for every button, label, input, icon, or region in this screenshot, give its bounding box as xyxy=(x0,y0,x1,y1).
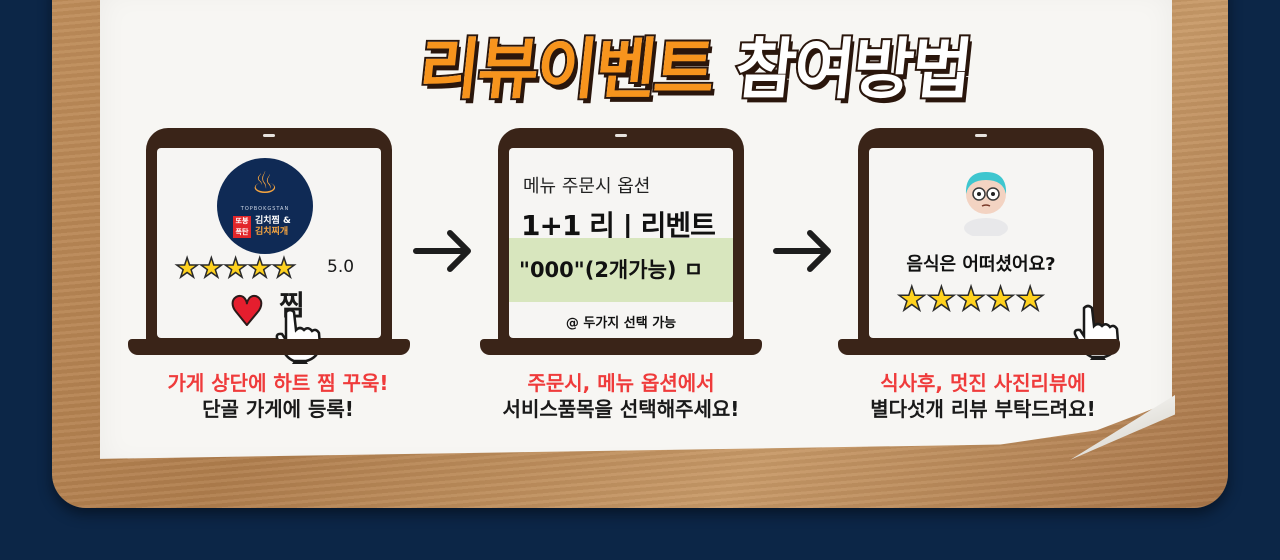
customer-avatar-icon xyxy=(964,172,1008,236)
option-highlight[interactable]: "000"(2개가능) ㅁ xyxy=(509,238,733,302)
laptop-base-3 xyxy=(838,339,1120,355)
star-icon: ★ xyxy=(247,253,273,284)
menu-option-label: 메뉴 주문시 옵션 xyxy=(523,176,651,197)
laptop-base-2 xyxy=(480,339,762,355)
laptop-base-1 xyxy=(128,339,410,355)
heart-icon[interactable]: ♥ xyxy=(228,289,266,335)
page-title: 리뷰이벤트 참여방법 xyxy=(413,14,976,114)
option-item: "000"(2개가능) ㅁ xyxy=(519,258,704,282)
star-icon[interactable]: ★ xyxy=(1015,279,1046,318)
camera-icon xyxy=(975,134,987,137)
arrow-right-icon xyxy=(413,230,471,272)
pointing-hand-icon xyxy=(275,308,322,364)
title-review-event: 리뷰이벤트 xyxy=(413,29,719,110)
star-icon[interactable]: ★ xyxy=(896,279,927,318)
star-icon[interactable]: ★ xyxy=(926,279,957,318)
star-icon[interactable]: ★ xyxy=(955,279,986,318)
rating-stars: ★ ★ ★ ★ ★ xyxy=(174,253,297,284)
screen-step-2: 메뉴 주문시 옵션 1+1 리 | 리벤트 "000"(2개가능) ㅁ @ 두가… xyxy=(509,148,733,338)
screen-step-3: 음식은 어떠셨어요? ★ ★ ★ ★ ★ xyxy=(869,148,1093,338)
kimchi-icon: ♨ xyxy=(251,166,279,201)
review-stars[interactable]: ★ ★ ★ ★ ★ xyxy=(896,279,1046,318)
laptop-step-3: 음식은 어떠셨어요? ★ ★ ★ ★ ★ xyxy=(858,128,1120,360)
rating-value: 5.0 xyxy=(327,257,355,277)
star-icon: ★ xyxy=(223,253,249,284)
star-icon: ★ xyxy=(198,253,224,284)
camera-icon xyxy=(263,134,275,137)
option-note: @ 두가지 선택 가능 xyxy=(565,316,677,331)
title-how-to-join: 참여방법 xyxy=(729,29,976,110)
arrow-right-icon xyxy=(773,230,831,272)
event-option-title: 1+1 리 | 리벤트 xyxy=(521,209,716,242)
star-icon: ★ xyxy=(271,253,297,284)
laptop-step-2: 메뉴 주문시 옵션 1+1 리 | 리벤트 "000"(2개가능) ㅁ @ 두가… xyxy=(498,128,744,342)
camera-icon xyxy=(615,134,627,137)
step-2-caption: 주문시, 메뉴 옵션에서 서비스품목을 선택해주세요! xyxy=(502,371,740,421)
star-icon: ★ xyxy=(174,253,200,284)
star-icon[interactable]: ★ xyxy=(985,279,1016,318)
review-question: 음식은 어떠셨어요? xyxy=(906,254,1056,275)
step-3-caption: 식사후, 멋진 사진리뷰에 별다섯개 리뷰 부탁드려요! xyxy=(870,371,1096,421)
step-1-caption: 가게 상단에 하트 찜 꾸욱! 단골 가게에 등록! xyxy=(167,371,389,421)
